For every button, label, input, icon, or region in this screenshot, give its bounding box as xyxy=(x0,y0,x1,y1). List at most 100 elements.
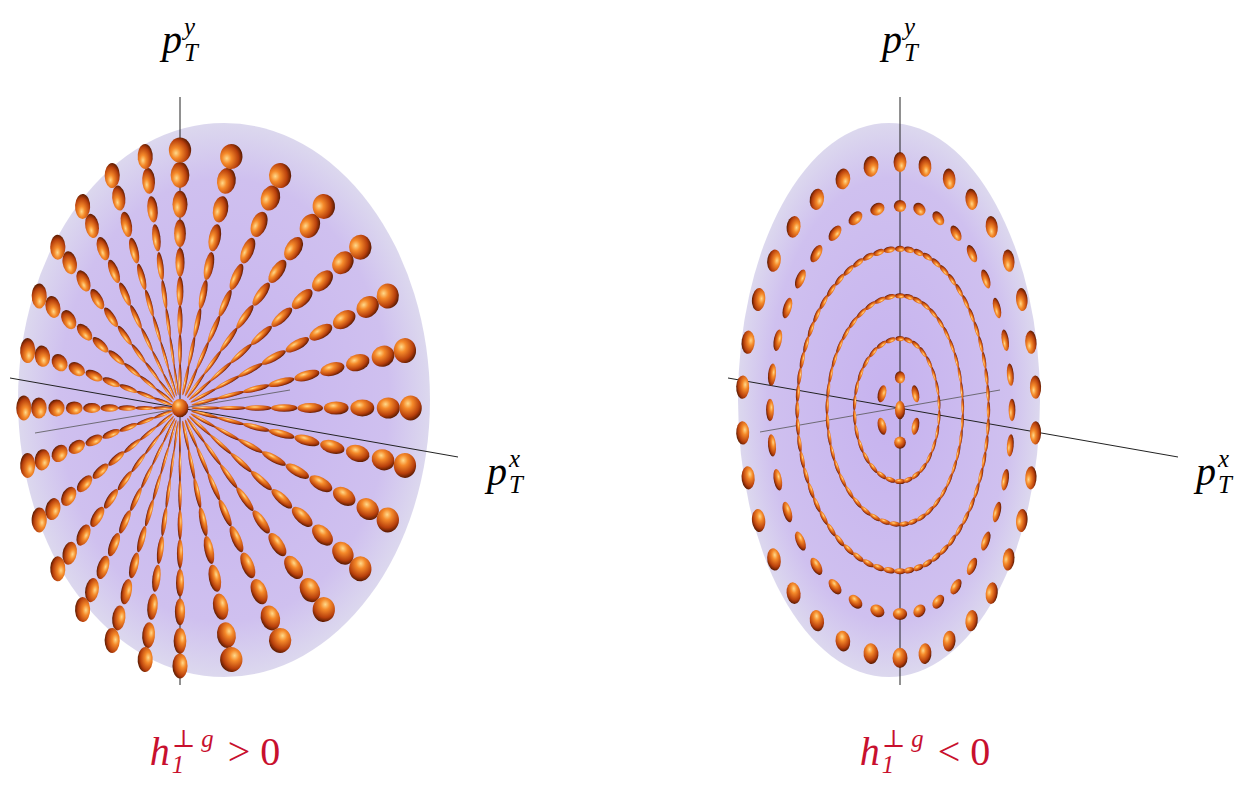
ellipsoid xyxy=(784,211,804,242)
ellipsoid xyxy=(181,420,190,452)
superscript: x xyxy=(1218,446,1232,472)
ellipsoid xyxy=(922,251,933,262)
ellipsoid xyxy=(260,348,287,368)
ellipsoid xyxy=(179,450,182,481)
ellipsoid xyxy=(911,470,920,481)
symbol: h xyxy=(860,732,880,772)
ellipsoid xyxy=(74,266,93,296)
ellipsoid xyxy=(160,279,168,309)
ellipsoid xyxy=(939,263,949,277)
ellipsoid xyxy=(827,222,843,244)
ellipsoid xyxy=(146,592,160,622)
ellipsoid xyxy=(377,398,400,419)
ellipsoid xyxy=(899,521,909,527)
axis-label: pyT xyxy=(162,14,198,66)
ellipsoid xyxy=(33,343,51,369)
ellipsoid xyxy=(784,578,804,609)
subscript: T xyxy=(509,472,523,498)
ellipsoid xyxy=(826,428,832,447)
ellipsoid xyxy=(297,403,323,413)
ellipsoid xyxy=(269,486,295,512)
ellipsoid xyxy=(1000,328,1011,353)
ellipsoid xyxy=(749,505,767,535)
ellipsoid xyxy=(129,485,144,513)
ellipsoid xyxy=(308,520,336,550)
ellipsoid xyxy=(895,246,905,252)
ellipsoid xyxy=(117,280,133,309)
script-stack: ⊥ g1 xyxy=(172,726,214,778)
ellipsoid xyxy=(91,460,109,481)
ellipsoid xyxy=(983,211,1000,242)
ellipsoid xyxy=(876,470,887,481)
ellipsoid xyxy=(118,405,136,411)
ellipsoid xyxy=(106,256,123,286)
ellipsoid xyxy=(373,279,403,312)
ellipsoid xyxy=(913,247,924,257)
ellipsoid xyxy=(250,507,273,536)
ellipsoid xyxy=(249,323,274,347)
ellipsoid xyxy=(780,499,794,525)
ellipsoid xyxy=(47,551,68,586)
ellipsoid xyxy=(123,437,141,455)
ellipsoid xyxy=(47,230,68,265)
symbol: p xyxy=(162,20,182,60)
ellipsoid xyxy=(983,578,1000,609)
ellipsoid xyxy=(153,409,173,420)
ellipsoid xyxy=(935,424,940,441)
ellipsoid xyxy=(870,603,885,619)
ellipsoid xyxy=(1009,399,1016,421)
ellipsoid xyxy=(88,285,106,313)
script-stack: ⊥ g1 xyxy=(882,726,924,778)
ellipsoid xyxy=(827,365,834,384)
ellipsoid xyxy=(91,334,109,355)
ellipsoid xyxy=(330,483,358,510)
ellipsoid xyxy=(829,443,836,462)
ellipsoid xyxy=(930,366,937,383)
subscript: T xyxy=(1218,472,1232,498)
ellipsoid xyxy=(854,379,860,396)
ellipsoid xyxy=(1014,505,1030,535)
ellipsoid xyxy=(215,620,238,650)
ellipsoid xyxy=(958,428,963,447)
ellipsoid xyxy=(864,300,876,312)
ellipsoid xyxy=(399,396,421,421)
ellipsoid xyxy=(136,645,154,675)
ellipsoid xyxy=(74,520,93,550)
ellipsoid xyxy=(151,472,162,502)
ellipsoid xyxy=(344,351,371,373)
ellipsoid xyxy=(271,404,297,412)
ellipsoid xyxy=(392,336,419,366)
ellipsoid xyxy=(740,328,757,356)
ellipsoid xyxy=(1006,433,1015,457)
ellipsoid-field xyxy=(736,152,1042,668)
ellipsoid xyxy=(211,592,231,622)
ellipsoid xyxy=(119,382,138,394)
ellipsoid xyxy=(392,450,419,480)
ellipsoid xyxy=(227,262,246,292)
ellipsoid xyxy=(140,463,154,490)
ellipsoid xyxy=(922,558,933,569)
ellipsoid xyxy=(217,415,245,426)
ellipsoid xyxy=(268,427,295,441)
ellipsoid xyxy=(896,336,905,341)
ellipsoid xyxy=(29,503,49,536)
ellipsoid xyxy=(894,436,906,448)
ellipsoid xyxy=(911,339,920,350)
subscript: T xyxy=(904,40,918,66)
ellipsoid xyxy=(280,552,307,583)
axis-label: pyT xyxy=(882,14,918,66)
ellipsoid xyxy=(876,339,887,350)
ellipsoid xyxy=(107,348,125,368)
ellipsoid xyxy=(218,326,239,353)
ellipsoid xyxy=(872,563,884,573)
ellipsoid xyxy=(206,472,222,502)
ellipsoid xyxy=(825,397,829,416)
subscript: 1 xyxy=(172,752,214,778)
ellipsoid xyxy=(802,335,810,354)
ellipsoid xyxy=(764,245,783,276)
ellipsoid xyxy=(918,641,933,665)
ellipsoid xyxy=(862,641,879,665)
ellipsoid xyxy=(1006,362,1015,386)
ellipsoid xyxy=(825,413,829,432)
ellipsoid xyxy=(33,447,51,473)
